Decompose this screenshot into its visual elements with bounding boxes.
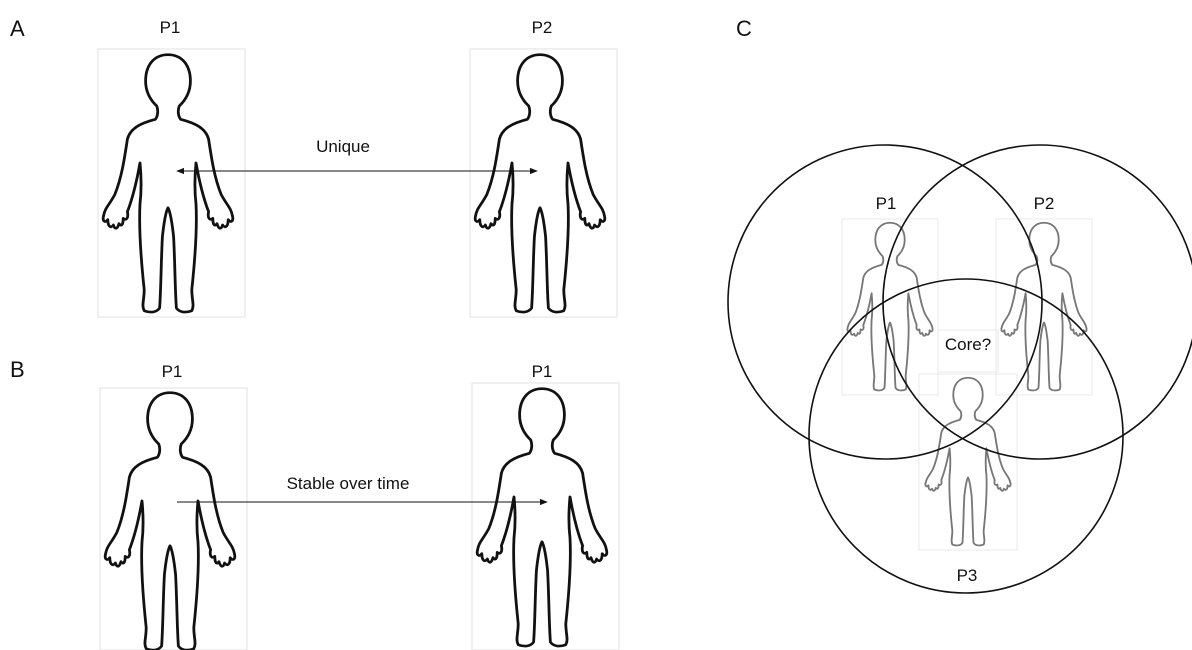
panel-a-left-body-icon xyxy=(103,55,233,312)
panel-c-letter: C xyxy=(736,16,752,41)
panel-c-p2-label: P2 xyxy=(1034,194,1055,213)
panel-c-p1-body-icon xyxy=(847,223,932,391)
panel-c-p2-frame xyxy=(996,219,1092,395)
panel-a-arrow-label: Unique xyxy=(316,137,370,156)
panel-b-right-body-icon xyxy=(477,389,607,646)
panel-a-left-label: P1 xyxy=(160,18,181,37)
panel-b-arrow-label: Stable over time xyxy=(287,474,410,493)
panel-c-p2-body-icon xyxy=(1001,223,1086,391)
panel-c-p1-frame xyxy=(842,219,938,395)
panel-b-letter: B xyxy=(10,357,25,382)
panel-c: C P1 P2 P3 Core? xyxy=(728,16,1192,593)
panel-a: A P1 P2 Unique xyxy=(10,16,617,317)
panel-c-p3-body-icon xyxy=(925,378,1010,546)
panel-b-right-label: P1 xyxy=(532,362,553,381)
panel-c-p3-frame xyxy=(919,374,1017,550)
panel-a-letter: A xyxy=(10,16,25,41)
panel-b-left-body-icon xyxy=(105,393,235,650)
panel-a-right-label: P2 xyxy=(532,18,553,37)
panel-b: B P1 P1 Stable over time xyxy=(10,357,619,650)
panel-c-p1-label: P1 xyxy=(876,194,897,213)
panel-c-core-label: Core? xyxy=(945,335,991,354)
panel-a-right-body-icon xyxy=(475,55,605,312)
panel-c-p3-label: P3 xyxy=(957,566,978,585)
panel-c-circle-p2 xyxy=(883,145,1192,459)
panel-b-left-label: P1 xyxy=(162,362,183,381)
